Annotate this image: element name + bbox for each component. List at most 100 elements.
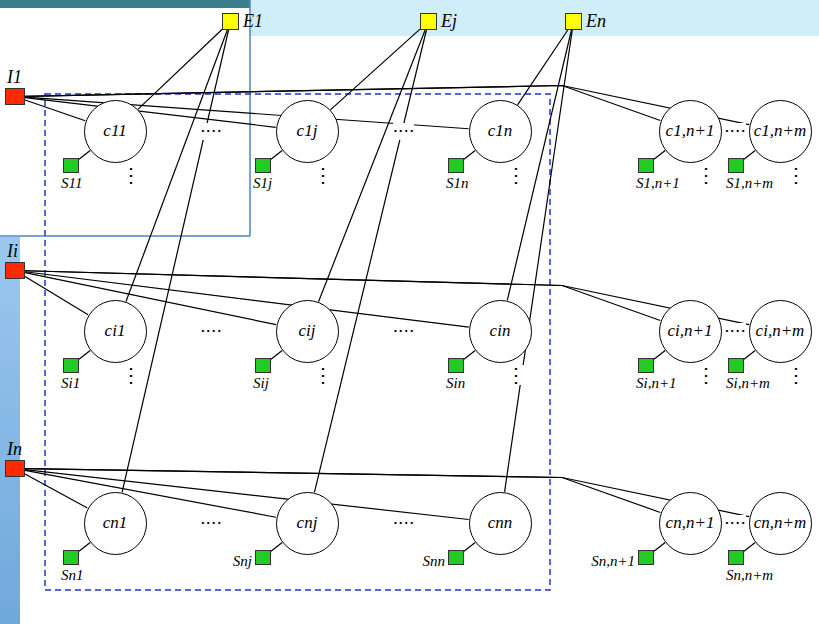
connector-line (654, 150, 665, 159)
panel-edge (249, 0, 251, 236)
node-label: Snj (233, 553, 252, 570)
s-square: S1n (448, 158, 464, 173)
ellipsis-dots: ···· (724, 123, 746, 140)
image-fragment (0, 0, 250, 8)
e-square: En (565, 13, 582, 30)
s-square: S1j (255, 158, 271, 173)
ellipsis-dots: ···· (393, 123, 415, 140)
i-square: In (5, 460, 25, 477)
s-square: Sn,n+m (728, 550, 744, 565)
connector-line (464, 150, 475, 159)
state-circle: cin (469, 300, 532, 363)
state-circle: c1,n+1 (659, 100, 722, 163)
node-label: S1,n+1 (636, 175, 680, 192)
node-label: Snn (423, 553, 446, 570)
node-label: Sij (253, 375, 269, 392)
node-label: S1n (446, 175, 469, 192)
connector-line (25, 100, 85, 121)
s-square: Sn,n+1 (638, 550, 654, 565)
s-square: S1,n+m (728, 158, 744, 173)
node-label: I1 (7, 67, 22, 88)
dashed-region (45, 94, 550, 590)
node-label: c1n (488, 121, 513, 141)
state-circle: cn,n+1 (659, 492, 722, 555)
state-circle: ci,n+1 (659, 300, 722, 363)
e-square: E1 (222, 13, 239, 30)
state-circle: c1n (469, 100, 532, 163)
node-label: S1,n+m (726, 175, 773, 192)
connector-line (25, 474, 87, 508)
vertical-ellipsis: ⋮ (313, 365, 333, 385)
connector-line (330, 29, 420, 110)
connector-line (79, 350, 90, 359)
node-label: In (7, 439, 22, 460)
node-label: S11 (61, 175, 82, 192)
connector-line (464, 350, 475, 359)
ellipsis-dots: ···· (724, 323, 746, 340)
node-label: S1j (253, 175, 272, 192)
connector-line (271, 150, 282, 159)
node-label: ci,n+m (756, 321, 805, 341)
node-label: Si,n+m (726, 375, 770, 392)
node-label: cij (299, 321, 316, 341)
node-label: cnj (297, 513, 318, 533)
node-label: cn1 (103, 513, 128, 533)
connector-line (319, 30, 426, 302)
node-label: Ej (441, 11, 457, 32)
ellipsis-dots: ···· (393, 515, 415, 532)
s-square: Snj (255, 550, 271, 565)
state-circle: ci1 (84, 300, 147, 363)
node-label: c11 (103, 121, 126, 141)
s-square: Si,n+m (728, 358, 744, 373)
state-circle: ci,n+m (749, 300, 812, 363)
connector-line (654, 542, 665, 551)
vertical-ellipsis: ⋮ (786, 165, 806, 185)
node-label: Ii (7, 241, 18, 262)
vertical-ellipsis: ⋮ (786, 365, 806, 385)
connector-line (744, 542, 755, 551)
node-label: ci,n+1 (668, 321, 713, 341)
node-label: Sn,n+m (726, 567, 773, 584)
node-label: ci1 (105, 321, 126, 341)
ellipsis-dots: ···· (200, 123, 222, 140)
node-label: En (586, 11, 606, 32)
node-label: cn,n+1 (666, 513, 715, 533)
connector-line (271, 350, 282, 359)
connector-line (518, 30, 568, 105)
state-circle: cij (276, 300, 339, 363)
node-label: c1,n+1 (666, 121, 715, 141)
connector-line (464, 542, 475, 551)
connector-line (744, 150, 755, 159)
vertical-ellipsis: ⋮ (121, 165, 141, 185)
connector-line (654, 350, 665, 359)
top-band (250, 0, 819, 36)
ellipsis-dots: ···· (200, 323, 222, 340)
i-square: Ii (5, 262, 25, 279)
node-label: Sn,n+1 (591, 553, 635, 570)
state-circle: c11 (84, 100, 147, 163)
node-label: E1 (243, 11, 263, 32)
s-square: Si,n+1 (638, 358, 654, 373)
s-square: S11 (63, 158, 79, 173)
s-square: Sij (255, 358, 271, 373)
node-label: Si,n+1 (636, 375, 677, 392)
connector-line (79, 150, 90, 159)
vertical-ellipsis: ⋮ (696, 365, 716, 385)
connector-line (25, 277, 88, 315)
state-circle: cnj (276, 492, 339, 555)
s-square: Sn1 (63, 550, 79, 565)
state-circle: cn,n+m (749, 492, 812, 555)
state-circle: c1,n+m (749, 100, 812, 163)
state-circle: cnn (469, 492, 532, 555)
s-square: S1,n+1 (638, 158, 654, 173)
connector-line (126, 30, 227, 301)
connector-line (122, 30, 228, 492)
node-label: Si1 (61, 375, 80, 392)
node-label: cn,n+m (754, 513, 807, 533)
ellipsis-dots: ···· (200, 515, 222, 532)
node-label: Sin (446, 375, 465, 392)
state-circle: cn1 (84, 492, 147, 555)
s-square: Sin (448, 358, 464, 373)
connector-line (138, 30, 222, 110)
